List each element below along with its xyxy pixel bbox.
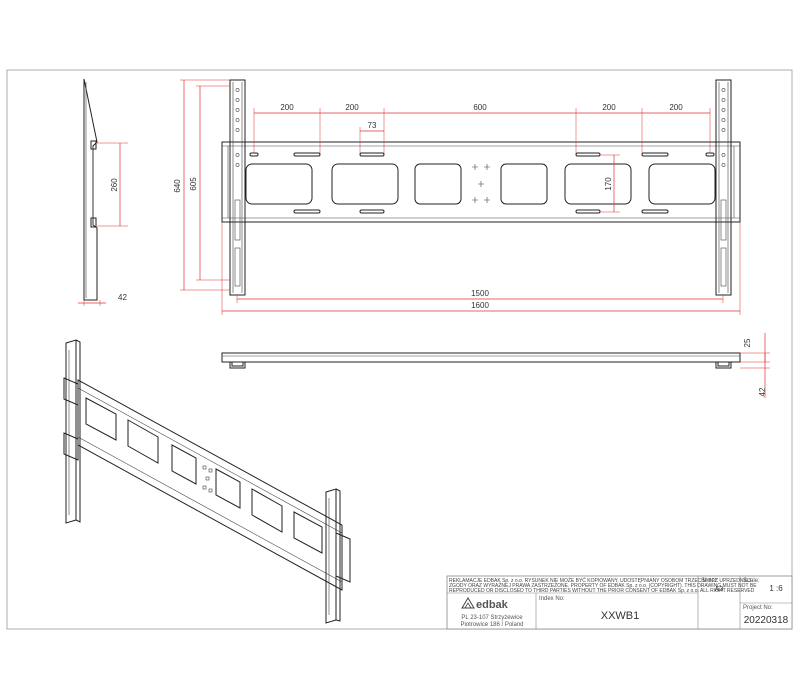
disclaimer-line-2: ZGODY ORAZ WYRAŹNEJ PRAWA ZASTRZEŻONE. P…: [449, 582, 757, 589]
sheet-label: Sheet:: [701, 578, 719, 584]
index-label: Index No:: [539, 596, 565, 602]
dim-260-label: 260: [110, 178, 119, 192]
project-value: 20220318: [744, 615, 789, 626]
dim-200-b-label: 200: [345, 103, 359, 112]
bottom-view: 25 42: [221, 333, 770, 398]
disclaimer-line-1: REKLAMACJE EDBAK Sp. z o.o. RYSUNEK NIE …: [449, 577, 751, 584]
isometric-view: [63, 339, 351, 624]
sheet-value: A3: [715, 586, 724, 593]
dim-1600-label: 1600: [471, 301, 489, 310]
index-value: XXWB1: [601, 610, 640, 622]
dim-600-label: 600: [473, 103, 487, 112]
address-line-1: PL 23-107 Strzyżewice: [461, 615, 523, 621]
dim-200-c-label: 200: [602, 103, 616, 112]
scale-label: Scale:: [743, 578, 760, 584]
title-block: REKLAMACJE EDBAK Sp. z o.o. RYSUNEK NIE …: [446, 575, 793, 630]
top-slots: [249, 152, 715, 157]
dim-73-label: 73: [368, 121, 377, 130]
front-view: 200 200 600 200 200 73 170 640 605 1500 …: [173, 79, 741, 315]
project-label: Project No:: [743, 605, 773, 611]
dim-605-label: 605: [189, 177, 198, 191]
dim-200-a-label: 200: [280, 103, 294, 112]
center-holes: [472, 164, 490, 203]
right-bar-holes: [721, 88, 726, 167]
side-view: 260 42: [78, 78, 128, 306]
left-bar-holes: [235, 88, 240, 167]
dim-200-d-label: 200: [669, 103, 683, 112]
window-cutouts: [245, 163, 716, 205]
disclaimer-line-3: REPRODUCED OR DISCLOSED TO THIRD PARTIES…: [449, 588, 755, 594]
dim-42-bottom-label: 42: [758, 387, 767, 396]
logo-icon: [461, 597, 475, 609]
dim-chain-top: [253, 108, 711, 153]
dim-25-label: 25: [743, 338, 752, 347]
dim-1500-label: 1500: [471, 289, 489, 298]
bottom-slots: [293, 209, 669, 214]
sheet-border: [6, 69, 793, 630]
company-logo: edbak: [461, 597, 509, 611]
scale-value: 1 :6: [769, 584, 783, 593]
dim-170-label: 170: [604, 177, 613, 191]
company-name: edbak: [476, 599, 509, 611]
dim-640-label: 640: [173, 179, 182, 193]
dim-42-side-label: 42: [118, 293, 127, 302]
address-line-2: Piotrowice 186 / Poland: [460, 622, 523, 628]
